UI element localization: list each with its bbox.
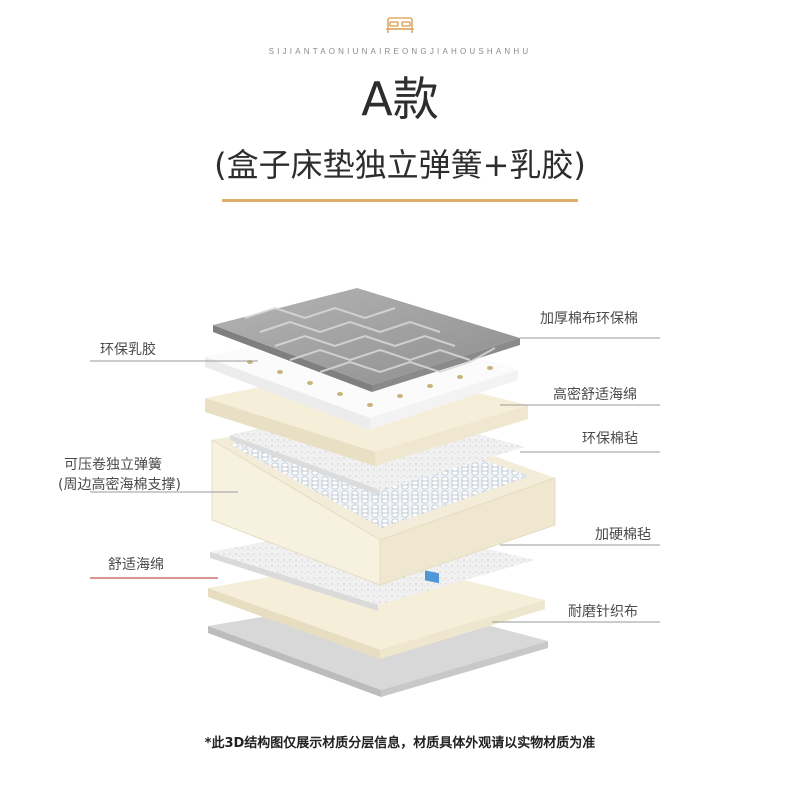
label-hard-felt: 加硬棉毡: [595, 526, 651, 544]
label-high-density-sponge: 高密舒适海绵: [553, 386, 637, 404]
label-knit-fabric: 耐磨针织布: [568, 603, 638, 621]
disclaimer-note: *此3D结构图仅展示材质分层信息，材质具体外观请以实物材质为准: [0, 732, 800, 751]
label-pocket-springs-note: (周边高密海棉支撑): [58, 476, 181, 494]
label-eco-latex: 环保乳胶: [100, 341, 156, 359]
label-eco-felt: 环保棉毡: [582, 430, 638, 448]
label-pocket-springs: 可压卷独立弹簧: [64, 456, 162, 474]
label-comfort-sponge: 舒适海绵: [108, 556, 164, 574]
label-thick-cotton: 加厚棉布环保棉: [540, 310, 638, 328]
